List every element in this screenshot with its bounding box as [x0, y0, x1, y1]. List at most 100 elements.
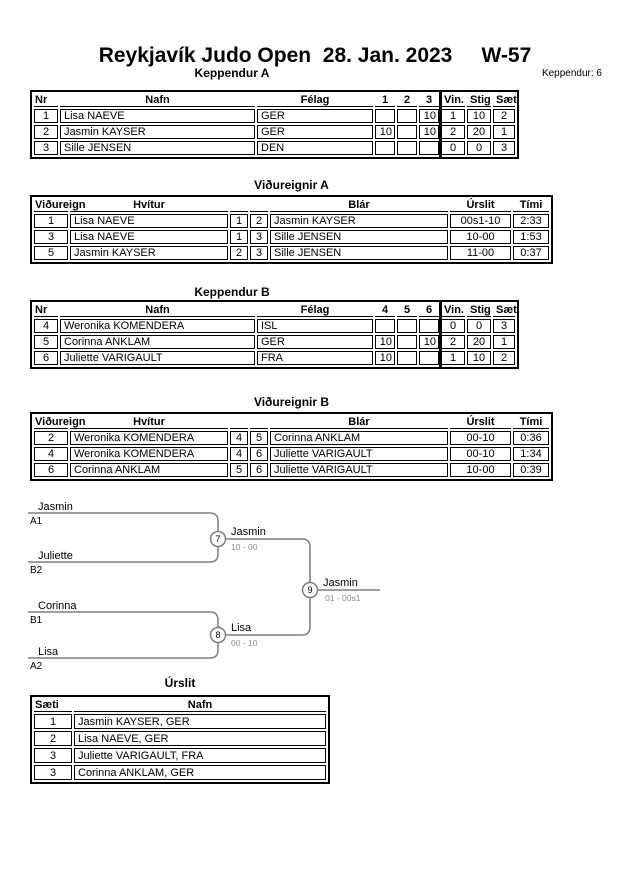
cell-r2 — [397, 319, 417, 333]
cell-name: Lisa NAEVE — [60, 109, 255, 123]
cell-nr: 4 — [34, 319, 58, 333]
cell-blue-name: Sille JENSEN — [270, 246, 448, 260]
cell-blue-nr: 3 — [250, 230, 268, 244]
column-header-result: Úrslit — [450, 199, 511, 212]
cell-white-name: Lisa NAEVE — [70, 230, 228, 244]
cell-name: Juliette VARIGAULT, FRA — [74, 748, 326, 763]
matches-b-heading: Viðureignir B — [253, 395, 330, 409]
cell-match-no: 2 — [34, 431, 68, 445]
cell-time: 0:39 — [513, 463, 549, 477]
cell-r3 — [419, 141, 439, 155]
cell-r3 — [419, 351, 439, 365]
cell-name: Juliette VARIGAULT — [60, 351, 255, 365]
cell-name: Weronika KOMENDERA — [60, 319, 255, 333]
cell-r2 — [397, 335, 417, 349]
column-header-wn — [230, 416, 248, 429]
column-header-place: Sæti — [493, 304, 520, 317]
column-header-match: Viðureign — [34, 199, 86, 212]
cell-r2 — [397, 141, 417, 155]
match-8-score: 00 - 10 — [231, 638, 258, 648]
cell-time: 0:37 — [513, 246, 549, 260]
cell-result: 11-00 — [450, 246, 511, 260]
cell-nr: 2 — [34, 125, 58, 139]
bracket-line-sf2-top — [28, 611, 219, 628]
column-header-r2: 5 — [397, 304, 417, 317]
column-header-points: Stig — [467, 94, 491, 107]
cell-result: 00s1-10 — [450, 214, 511, 228]
bracket-sf2-top-name: Corinna — [38, 600, 77, 612]
cell-r1: 10 — [375, 335, 395, 349]
table-row: 3 Corinna ANKLAM, GER — [34, 765, 326, 780]
column-header-wn — [230, 199, 248, 212]
cell-wins: 2 — [441, 125, 465, 139]
cell-name: Corinna ANKLAM, GER — [74, 765, 326, 780]
cell-points: 20 — [467, 125, 491, 139]
cell-blue-name: Jasmin KAYSER — [270, 214, 448, 228]
column-header-time: Tími — [513, 199, 549, 212]
cell-place: 2 — [34, 731, 72, 746]
heavy-divider — [439, 92, 442, 157]
table-row: 4 Weronika KOMENDERA ISL 0 0 3 — [34, 319, 515, 333]
column-header-name: Nafn — [74, 699, 326, 712]
match-7-circle — [209, 530, 227, 548]
cell-blue-name: Corinna ANKLAM — [270, 431, 448, 445]
column-header-name: Nafn — [60, 304, 255, 317]
table-row: 2 Lisa NAEVE, GER — [34, 731, 326, 746]
cell-r2 — [397, 125, 417, 139]
match-7-score: 10 - 00 — [231, 542, 258, 552]
bracket-sf1-bottom-name: Juliette — [38, 550, 73, 562]
match-8-winner: Lisa — [231, 622, 252, 634]
cell-white-nr: 2 — [230, 246, 248, 260]
column-header-r2: 2 — [397, 94, 417, 107]
table-row: 3 Lisa NAEVE 1 3 Sille JENSEN 10-00 1:53 — [34, 230, 549, 244]
cell-match-no: 3 — [34, 230, 68, 244]
cell-white-name: Corinna ANKLAM — [70, 463, 228, 477]
competitors-count: Keppendur: 6 — [541, 68, 602, 79]
cell-white-nr: 1 — [230, 214, 248, 228]
cell-name: Jasmin KAYSER, GER — [74, 714, 326, 729]
table-row: 1 Lisa NAEVE 1 2 Jasmin KAYSER 00s1-10 2… — [34, 214, 549, 228]
column-header-match: Viðureign — [34, 416, 86, 429]
match-8-number: 8 — [215, 630, 220, 640]
cell-blue-name: Sille JENSEN — [270, 230, 448, 244]
bracket-sf2-bottom-seed: A2 — [30, 661, 43, 672]
table-row: 6 Juliette VARIGAULT FRA 10 1 10 2 — [34, 351, 515, 365]
cell-place: 2 — [493, 351, 515, 365]
cell-wins: 2 — [441, 335, 465, 349]
cell-match-no: 6 — [34, 463, 68, 477]
cell-place: 2 — [493, 109, 515, 123]
table-row: 5 Corinna ANKLAM GER 10 10 2 20 1 — [34, 335, 515, 349]
table-row: 2 Jasmin KAYSER GER 10 10 2 20 1 — [34, 125, 515, 139]
bracket-sf1-top-name: Jasmin — [38, 501, 73, 513]
cell-club: GER — [257, 109, 373, 123]
column-header-result: Úrslit — [450, 416, 511, 429]
cell-place: 1 — [493, 125, 515, 139]
knockout-bracket: Jasmin A1 Juliette B2 7 Jasmin 10 - 00 C… — [28, 501, 380, 672]
column-header-white: Hvítur — [70, 416, 228, 429]
results-heading: Úrslit — [164, 676, 196, 690]
cell-wins: 1 — [441, 109, 465, 123]
cell-points: 0 — [467, 141, 491, 155]
pool-a-table: Nr Nafn Félag 1 2 3 Vin. Stig Sæti 1 Lis… — [30, 90, 520, 159]
cell-place: 1 — [493, 335, 515, 349]
header-row: Nr Nafn Félag 4 5 6 Vin. Stig Sæti — [34, 304, 520, 317]
bracket-line-sf1-winner — [225, 538, 311, 583]
cell-time: 1:34 — [513, 447, 549, 461]
cell-white-nr: 4 — [230, 431, 248, 445]
cell-r1 — [375, 319, 395, 333]
matches-a-heading: Viðureignir A — [254, 178, 329, 192]
cell-white-nr: 1 — [230, 230, 248, 244]
header-row: Viðureign Hvítur Blár Úrslit Tími — [34, 199, 549, 212]
pool-b-table: Nr Nafn Félag 4 5 6 Vin. Stig Sæti 4 Wer… — [30, 300, 520, 369]
matches-b-table: Viðureign Hvítur Blár Úrslit Tími 2 Wero… — [30, 412, 553, 481]
bracket-line-sf2-winner — [225, 597, 311, 636]
cell-r1: 10 — [375, 125, 395, 139]
matches-a-table: Viðureign Hvítur Blár Úrslit Tími 1 Lisa… — [30, 195, 553, 264]
cell-r3 — [419, 319, 439, 333]
cell-result: 00-10 — [450, 431, 511, 445]
cell-place: 3 — [493, 141, 515, 155]
bracket-line-sf1-bottom — [28, 546, 219, 563]
results-table: Sæti Nafn 1 Jasmin KAYSER, GER 2 Lisa NA… — [30, 695, 330, 784]
cell-club: ISL — [257, 319, 373, 333]
